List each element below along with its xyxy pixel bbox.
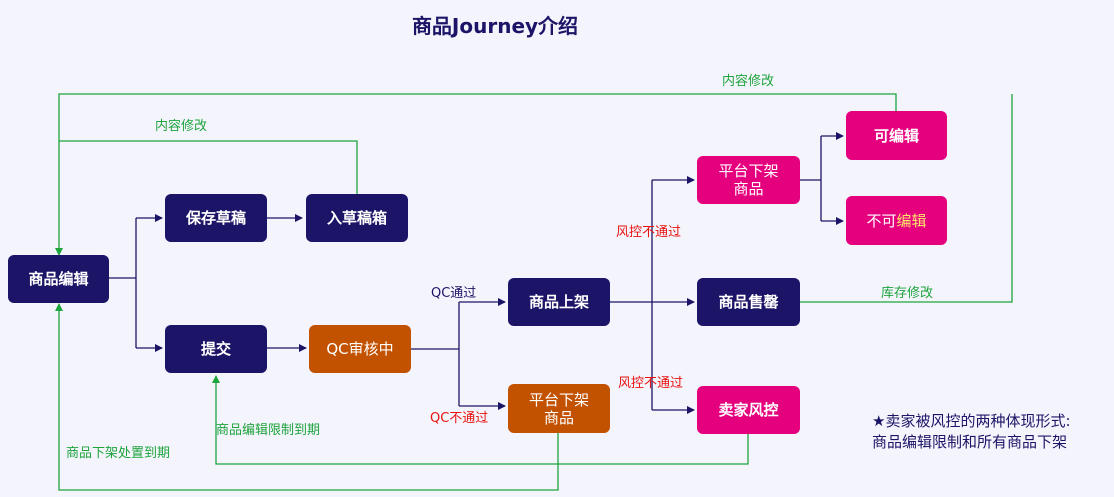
node-submit: 提交 [165, 325, 267, 373]
edge-offshelf-expire [55, 303, 559, 491]
node-not-editable-label: 不可编辑 [866, 211, 927, 230]
edge-content-edit-top [55, 93, 897, 256]
label-content-edit-top: 内容修改 [722, 74, 775, 89]
risk-note: ★卖家被风控的两种体现形式: 商品编辑限制和所有商品下架 [872, 411, 1071, 453]
label-risk-fail-top: 风控不通过 [616, 225, 682, 240]
label-content-edit-draft: 内容修改 [155, 119, 208, 134]
node-product-edit: 商品编辑 [8, 255, 109, 303]
label-risk-fail-bottom: 风控不通过 [618, 376, 684, 391]
node-off-shelf-qc: 平台下架 商品 [508, 384, 610, 433]
edge-stock-edit [800, 94, 1013, 303]
node-draft-box: 入草稿箱 [306, 194, 408, 242]
node-save-draft: 保存草稿 [165, 194, 267, 242]
edge-seller-edit-limit [212, 375, 749, 465]
edge-content-edit-draft [59, 140, 358, 194]
node-qc-review: QC审核中 [309, 325, 411, 373]
node-sold-out: 商品售罄 [697, 278, 800, 326]
label-qc-pass: QC通过 [431, 286, 477, 301]
label-off-shelf-expire: 商品下架处置到期 [66, 446, 171, 461]
page-title: 商品Journey介绍 [411, 14, 579, 38]
node-editable: 可编辑 [846, 111, 947, 160]
label-edit-limit-expire: 商品编辑限制到期 [216, 423, 321, 438]
risk-note-line1: ★卖家被风控的两种体现形式: [872, 412, 1071, 430]
label-qc-fail: QC不通过 [430, 411, 489, 426]
node-off-shelf-risk: 平台下架 商品 [697, 156, 800, 204]
edge-edit-split [109, 218, 137, 348]
edge-qc-split [411, 302, 460, 406]
node-on-shelf: 商品上架 [508, 278, 610, 326]
edge-offshelf-split [800, 136, 822, 221]
node-not-editable-highlight: 编辑 [896, 211, 927, 230]
edge-onshelf-split [610, 180, 653, 410]
risk-note-line2: 商品编辑限制和所有商品下架 [872, 433, 1068, 451]
label-stock-edit: 库存修改 [881, 286, 934, 301]
node-seller-risk: 卖家风控 [697, 386, 800, 434]
node-not-editable: 不可编辑 [846, 196, 947, 245]
